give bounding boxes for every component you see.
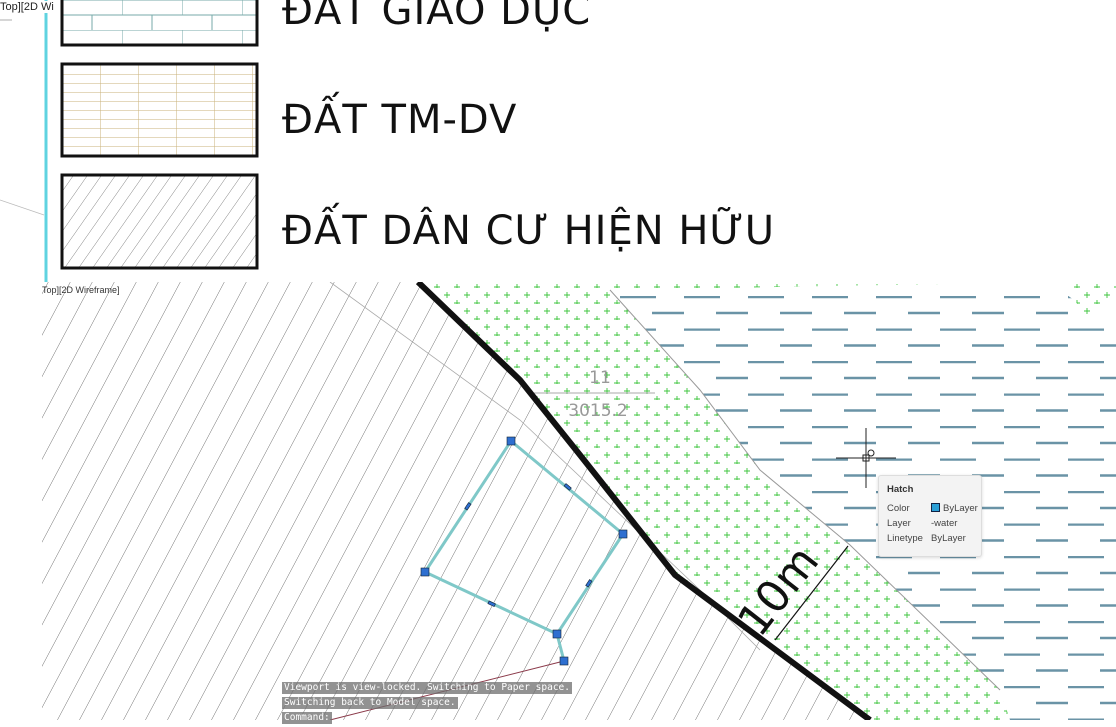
tooltip-value: ByLayer bbox=[943, 503, 978, 514]
grip[interactable] bbox=[559, 656, 569, 666]
legend-panel: Top][2D Wi ĐẤT GIÁO DỤC ĐẤT TM-DV ĐẤT DÂ… bbox=[0, 0, 1116, 282]
command-prompt[interactable]: Command: bbox=[282, 712, 332, 724]
drawing-canvas[interactable]: 10m 11 3015.2 bbox=[0, 282, 1116, 720]
boundary-line[interactable] bbox=[415, 282, 872, 720]
grip[interactable] bbox=[506, 436, 516, 446]
grip[interactable] bbox=[618, 529, 628, 539]
tooltip-value: ByLayer bbox=[931, 533, 966, 544]
legend-label-education: ĐẤT GIÁO DỤC bbox=[282, 0, 592, 34]
midpoint-grip[interactable] bbox=[464, 502, 472, 511]
color-swatch-icon bbox=[931, 503, 940, 512]
midpoint-grip[interactable] bbox=[585, 579, 593, 588]
midpoint-grip[interactable] bbox=[487, 600, 496, 607]
parcel-area: 3015.2 bbox=[568, 401, 627, 421]
viewport-label[interactable]: Top][2D Wireframe] bbox=[42, 285, 120, 295]
grip[interactable] bbox=[420, 567, 430, 577]
tooltip-key: Linetype bbox=[887, 533, 923, 544]
legend-canvas bbox=[0, 0, 259, 282]
legend-swatch-commercial bbox=[60, 62, 259, 158]
legend-swatch-residential bbox=[60, 173, 259, 270]
model-viewport[interactable]: 10m 11 3015.2 Top] bbox=[0, 282, 1116, 720]
tooltip-title: Hatch bbox=[887, 484, 914, 495]
residential-hatch[interactable] bbox=[42, 282, 870, 720]
water-hatch[interactable] bbox=[610, 290, 1116, 720]
legend-swatch-education bbox=[60, 0, 259, 47]
command-line-history: Viewport is view-locked. Switching to Pa… bbox=[282, 682, 572, 727]
greenery-hatch[interactable] bbox=[418, 282, 1116, 720]
tooltip-key: Color bbox=[887, 503, 910, 514]
legend-label-commercial: ĐẤT TM-DV bbox=[282, 97, 518, 143]
parcel-number: 11 bbox=[589, 368, 611, 388]
viewport-label[interactable]: Top][2D Wi bbox=[0, 1, 55, 13]
grip[interactable] bbox=[552, 629, 562, 639]
legend-label-residential: ĐẤT DÂN CƯ HIỆN HỮU bbox=[282, 208, 776, 254]
midpoint-grip[interactable] bbox=[563, 483, 572, 491]
command-history-line: Viewport is view-locked. Switching to Pa… bbox=[282, 682, 572, 694]
tooltip-value: -water bbox=[931, 518, 958, 529]
command-history-line: Switching back to Model space. bbox=[282, 697, 458, 709]
crosshair-cursor-icon bbox=[836, 428, 896, 488]
tooltip-key: Layer bbox=[887, 518, 911, 529]
